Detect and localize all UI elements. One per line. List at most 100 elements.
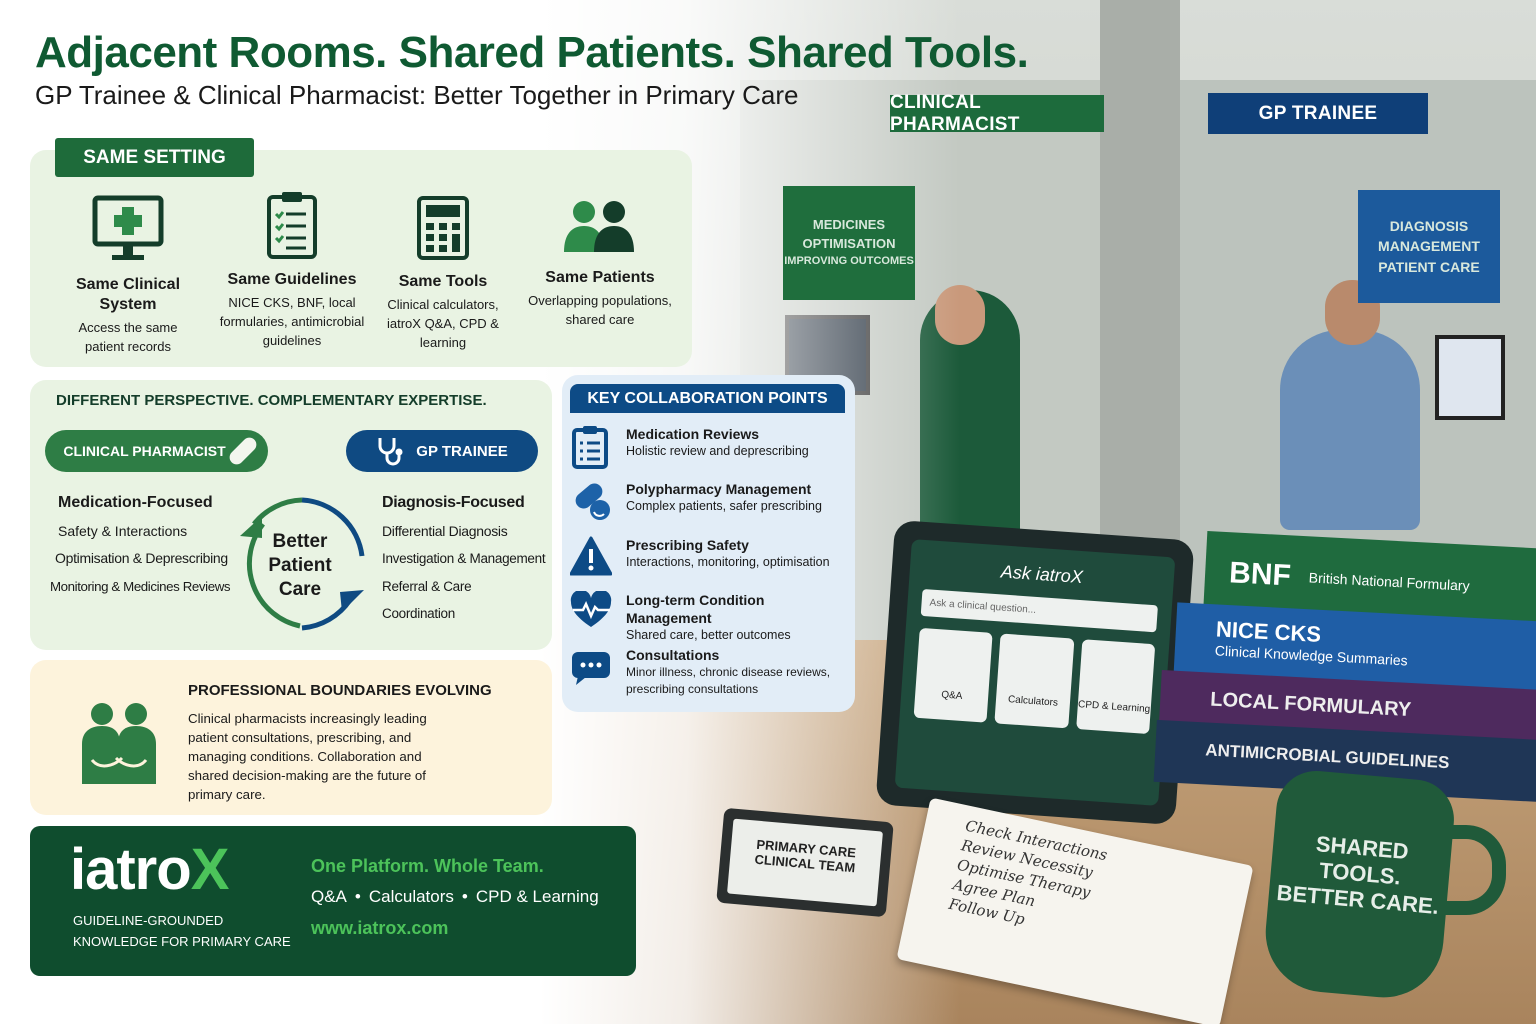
tablet-tile-qa[interactable]: Q&A (913, 627, 993, 723)
kc-desc: Holistic review and deprescribing (626, 444, 809, 458)
logo-text: iatro (70, 837, 192, 902)
footer-features: Q&A • Calculators • CPD & Learning (311, 887, 599, 907)
footer-tagline: GUIDELINE-GROUNDED KNOWLEDGE FOR PRIMARY … (73, 910, 291, 952)
separator: • (461, 887, 468, 906)
boundaries-title: PROFESSIONAL BOUNDARIES EVOLVING (188, 682, 492, 699)
kc-desc: Minor illness, chronic disease reviews, … (626, 665, 831, 696)
item-title: Same Guidelines (227, 271, 357, 288)
same-tools: Same Tools Clinical calculators, iatroX … (378, 195, 508, 352)
calculator-icon (378, 195, 508, 261)
kc-title: Polypharmacy Management (626, 481, 812, 497)
heart-pulse-icon (570, 589, 612, 644)
kc-title: Prescribing Safety (626, 537, 749, 553)
tablet-tile-cpd[interactable]: CPD & Learning (1075, 639, 1156, 735)
tablet-tile-calculators[interactable]: Calculators (994, 633, 1075, 729)
feature: Q&A (311, 887, 347, 906)
people-icon (520, 198, 680, 254)
kc-title: Long-term Condition Management (626, 592, 765, 626)
same-setting-label: SAME SETTING (55, 138, 254, 177)
item-desc: Overlapping populations, shared care (528, 293, 672, 327)
pharmacist-focus-list: Medication-Focused Safety & Interactions… (50, 489, 235, 600)
iatrox-footer (30, 826, 636, 976)
tagline-line: KNOWLEDGE FOR PRIMARY CARE (73, 934, 291, 949)
focus-point: Investigation & Management (382, 551, 546, 566)
poster-line: IMPROVING OUTCOMES (784, 254, 914, 267)
gp-trainee-pill: GP TRAINEE (346, 430, 538, 472)
capsule-icon (226, 434, 259, 468)
clinical-pharmacist-pill: CLINICAL PHARMACIST (45, 430, 268, 472)
perspective-panel (30, 380, 552, 650)
poster-line: PATIENT CARE (1378, 258, 1480, 275)
separator: • (354, 887, 361, 906)
warning-icon (569, 536, 613, 581)
book-title: BNF (1228, 556, 1292, 593)
poster-line: MANAGEMENT (1378, 238, 1480, 255)
item-desc: Clinical calculators, iatroX Q&A, CPD & … (387, 297, 499, 350)
center-line: Patient (268, 555, 332, 576)
gp-figure (1280, 330, 1420, 530)
same-patients: Same Patients Overlapping populations, s… (520, 198, 680, 329)
focus-title: Medication-Focused (58, 494, 213, 511)
tablet-search-input[interactable]: Ask a clinical question... (920, 588, 1158, 633)
page-subtitle: GP Trainee & Clinical Pharmacist: Better… (35, 80, 799, 110)
key-collaboration-panel (562, 375, 855, 712)
logo-x: X (190, 837, 230, 902)
cycle-arrows-icon (240, 497, 365, 631)
clipboard-icon (570, 425, 612, 474)
focus-point: Optimisation & Deprescribing (55, 550, 228, 566)
kc-title: Medication Reviews (626, 426, 760, 442)
boundaries-text: Clinical pharmacists increasingly leadin… (188, 711, 427, 802)
mug: SHARED TOOLS.BETTER CARE. (1260, 767, 1458, 1003)
gp-focus-list: Diagnosis-Focused Differential Diagnosis… (382, 489, 547, 628)
item-title: Same Clinical System (75, 276, 181, 313)
key-collaboration-heading: KEY COLLABORATION POINTS (570, 384, 845, 413)
better-patient-care: Better Patient Care (255, 530, 345, 602)
kc-desc: Shared care, better outcomes (626, 628, 791, 642)
footer-headline: One Platform. Whole Team. (311, 856, 544, 876)
kc-desc: Interactions, monitoring, optimisation (626, 555, 830, 569)
focus-point: Differential Diagnosis (382, 522, 508, 539)
tagline-line: GUIDELINE-GROUNDED (73, 913, 224, 928)
center-line: Care (278, 579, 322, 600)
iatrox-logo: iatroX (70, 836, 230, 903)
feature: Calculators (368, 887, 454, 906)
gp-monitor (1435, 335, 1505, 420)
tablet-title: Ask iatroX (1000, 561, 1084, 588)
feature: CPD & Learning (475, 887, 599, 906)
item-desc: NICE CKS, BNF, local formularies, antimi… (219, 295, 365, 348)
poster-line: DIAGNOSIS (1389, 218, 1469, 235)
pill-label: CLINICAL PHARMACIST (63, 443, 226, 459)
item-title: Same Tools (398, 273, 488, 290)
poster-line: OPTIMISATION (802, 236, 896, 252)
people-support-icon (82, 703, 156, 784)
chat-icon (570, 646, 612, 698)
tablet: Ask iatroX Ask a clinical question... Q&… (875, 519, 1195, 826)
item-desc: Access the same patient records (78, 320, 178, 354)
same-clinical-system: Same Clinical System Access the same pat… (48, 195, 208, 356)
focus-point: Referral & Care Coordination (382, 578, 472, 622)
item-title: Same Patients (545, 269, 655, 286)
focus-title: Diagnosis-Focused (382, 494, 525, 511)
sign-gp-trainee: GP TRAINEE (1208, 93, 1428, 134)
pills-icon (570, 480, 612, 527)
kc-desc: Complex patients, safer prescribing (626, 499, 822, 513)
focus-point: Safety & Interactions (58, 522, 188, 539)
pill-label: GP TRAINEE (416, 442, 508, 460)
clipboard-checklist-icon (207, 190, 377, 260)
stethoscope-icon (378, 438, 403, 466)
center-line: Better (272, 531, 328, 552)
page-title: Adjacent Rooms. Shared Patients. Shared … (35, 28, 1029, 77)
focus-point: Monitoring & Medicines Reviews (50, 578, 231, 594)
kc-title: Consultations (626, 647, 720, 663)
monitor-cross-icon (48, 195, 208, 263)
same-guidelines: Same Guidelines NICE CKS, BNF, local for… (207, 190, 377, 350)
footer-url[interactable]: www.iatrox.com (311, 918, 449, 938)
book-subtitle: British National Formulary (1308, 569, 1471, 594)
